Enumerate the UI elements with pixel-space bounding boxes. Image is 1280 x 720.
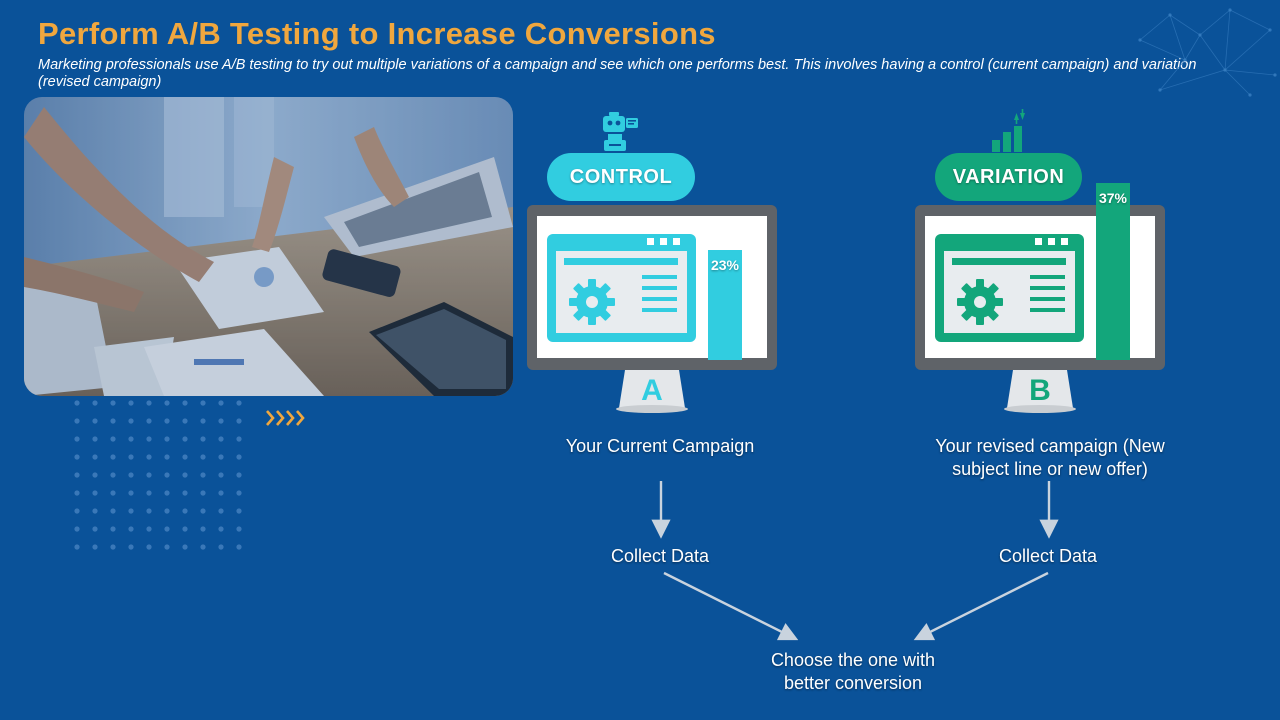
- slide-title: Perform A/B Testing to Increase Conversi…: [38, 16, 716, 51]
- robot-icon: [603, 112, 638, 151]
- bar-chart-icon: [992, 109, 1025, 152]
- variation-caption: Your revised campaign (New subject line …: [905, 435, 1195, 481]
- variation-caption-line2: subject line or new offer): [952, 459, 1148, 479]
- variation-caption-line1: Your revised campaign (New: [935, 436, 1165, 456]
- variation-percent-label: 37%: [1098, 190, 1128, 206]
- variation-percent-bar: [1096, 183, 1130, 360]
- chevron-arrows-decoration: [266, 410, 305, 426]
- browser-window-icon: [935, 234, 1084, 342]
- monitor-letter-a: A: [641, 374, 663, 407]
- variation-pill: VARIATION: [935, 153, 1082, 201]
- control-pill: CONTROL: [547, 153, 695, 201]
- control-percent-bar: [708, 250, 742, 360]
- arrow-variation-to-result: [913, 571, 1049, 641]
- result-line2: better conversion: [783, 673, 923, 693]
- control-collect-data: Collect Data: [610, 546, 710, 566]
- control-percent-label: 23%: [710, 257, 740, 273]
- control-caption: Your Current Campaign: [565, 436, 755, 456]
- browser-window-icon: [547, 234, 696, 342]
- result-line1: Choose the one with: [770, 650, 936, 670]
- team-meeting-photo: [24, 97, 513, 396]
- variation-collect-data: Collect Data: [998, 546, 1098, 566]
- network-pattern-decoration: [1138, 8, 1277, 97]
- monitor-letter-b: B: [1029, 374, 1051, 407]
- result-text: Choose the one with better conversion: [733, 649, 973, 695]
- slide-subtitle: Marketing professionals use A/B testing …: [38, 57, 1197, 90]
- arrow-control-to-result: [663, 571, 799, 641]
